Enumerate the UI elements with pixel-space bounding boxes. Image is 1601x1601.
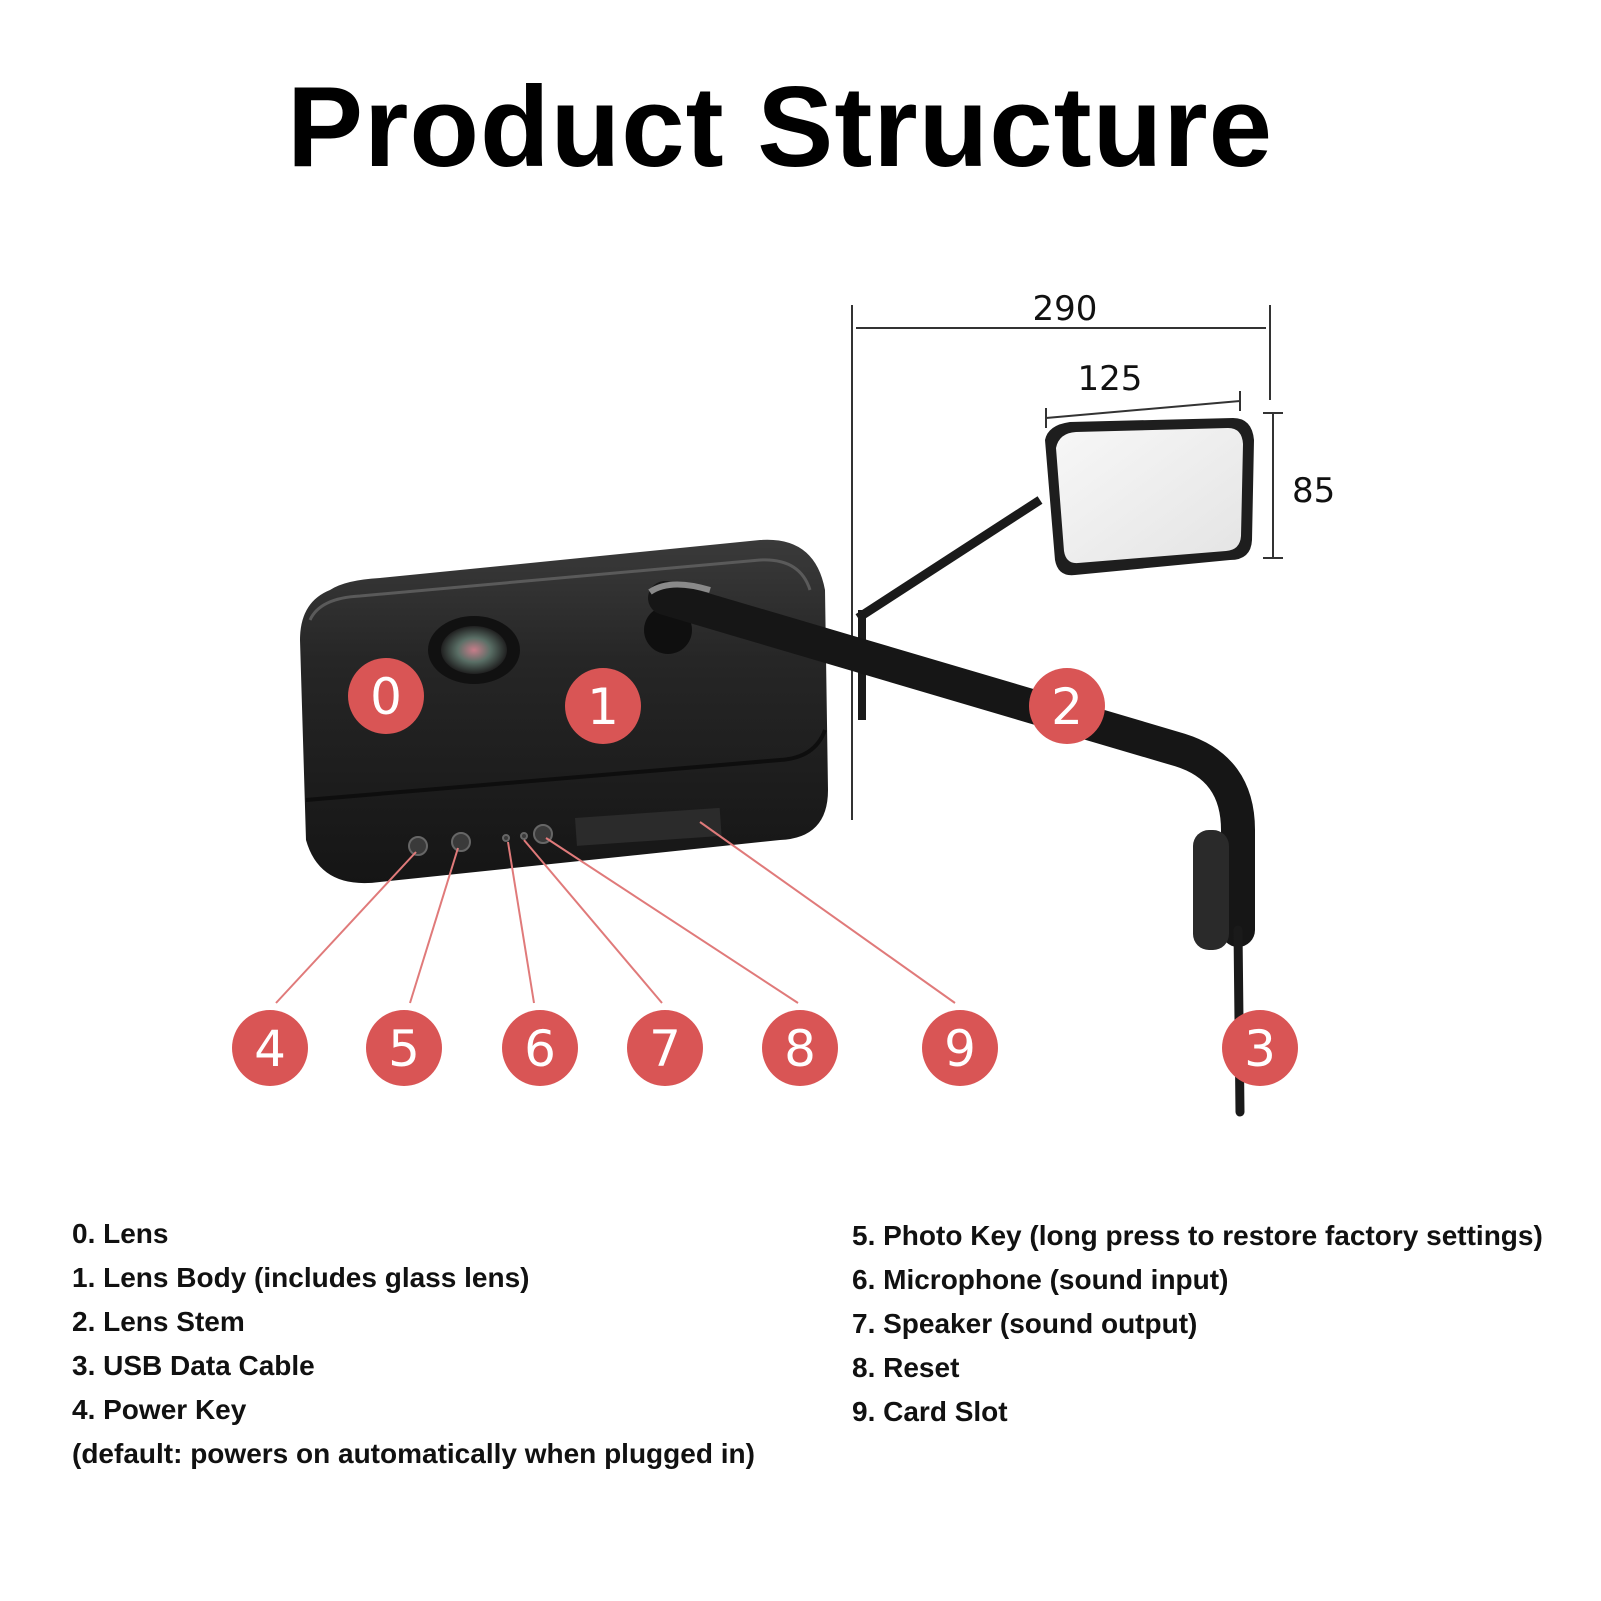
dimension-label-290: 290: [1033, 289, 1098, 329]
legend-item-speaker: 7. Speaker (sound output): [852, 1308, 1198, 1339]
callout-8-label: 8: [784, 1020, 816, 1078]
legend-left: 0. Lens 1. Lens Body (includes glass len…: [72, 1212, 755, 1476]
callout-3: 3: [1222, 1010, 1298, 1086]
callout-3-label: 3: [1244, 1020, 1276, 1078]
legend-item-usb-cable: 3. USB Data Cable: [72, 1350, 315, 1381]
callout-6-label: 6: [524, 1020, 556, 1078]
callout-1: 1: [565, 668, 641, 744]
callout-4-label: 4: [254, 1020, 286, 1078]
callout-9: 9: [922, 1010, 998, 1086]
legend-item-reset: 8. Reset: [852, 1352, 960, 1383]
callout-0-label: 0: [370, 668, 402, 726]
legend-item-microphone: 6. Microphone (sound input): [852, 1264, 1229, 1295]
mirror: [1045, 418, 1254, 576]
legend-item-power-key-note: (default: powers on automatically when p…: [72, 1438, 755, 1469]
dimension-lines: [851, 305, 1283, 820]
callout-5-label: 5: [388, 1020, 420, 1078]
callout-1-label: 1: [587, 678, 619, 736]
callout-4: 4: [232, 1010, 308, 1086]
legend-item-lens-body: 1. Lens Body (includes glass lens): [72, 1262, 530, 1293]
callout-9-label: 9: [944, 1020, 976, 1078]
lens: [428, 616, 520, 684]
lens-body: [300, 539, 828, 884]
dimension-label-85: 85: [1292, 471, 1335, 511]
lens-stem: [648, 581, 1255, 950]
legend-item-lens-stem: 2. Lens Stem: [72, 1306, 245, 1337]
callout-7-label: 7: [649, 1020, 681, 1078]
mirror-bracket: [855, 496, 1043, 622]
callout-6: 6: [502, 1010, 578, 1086]
legend-item-photo-key: 5. Photo Key (long press to restore fact…: [852, 1220, 1543, 1251]
callout-5: 5: [366, 1010, 442, 1086]
callout-7: 7: [627, 1010, 703, 1086]
bottom-ports: [408, 824, 553, 856]
callout-2: 2: [1029, 668, 1105, 744]
dimension-label-125: 125: [1078, 359, 1143, 399]
legend-right: 5. Photo Key (long press to restore fact…: [852, 1214, 1543, 1434]
legend-item-lens: 0. Lens: [72, 1218, 169, 1249]
page-title: Product Structure: [286, 64, 1274, 191]
callout-2-label: 2: [1051, 678, 1083, 736]
legend-item-power-key: 4. Power Key: [72, 1394, 247, 1425]
leader-lines: [275, 821, 956, 1004]
legend-item-card-slot: 9. Card Slot: [852, 1396, 1008, 1427]
callout-8: 8: [762, 1010, 838, 1086]
callout-0: 0: [348, 658, 424, 734]
